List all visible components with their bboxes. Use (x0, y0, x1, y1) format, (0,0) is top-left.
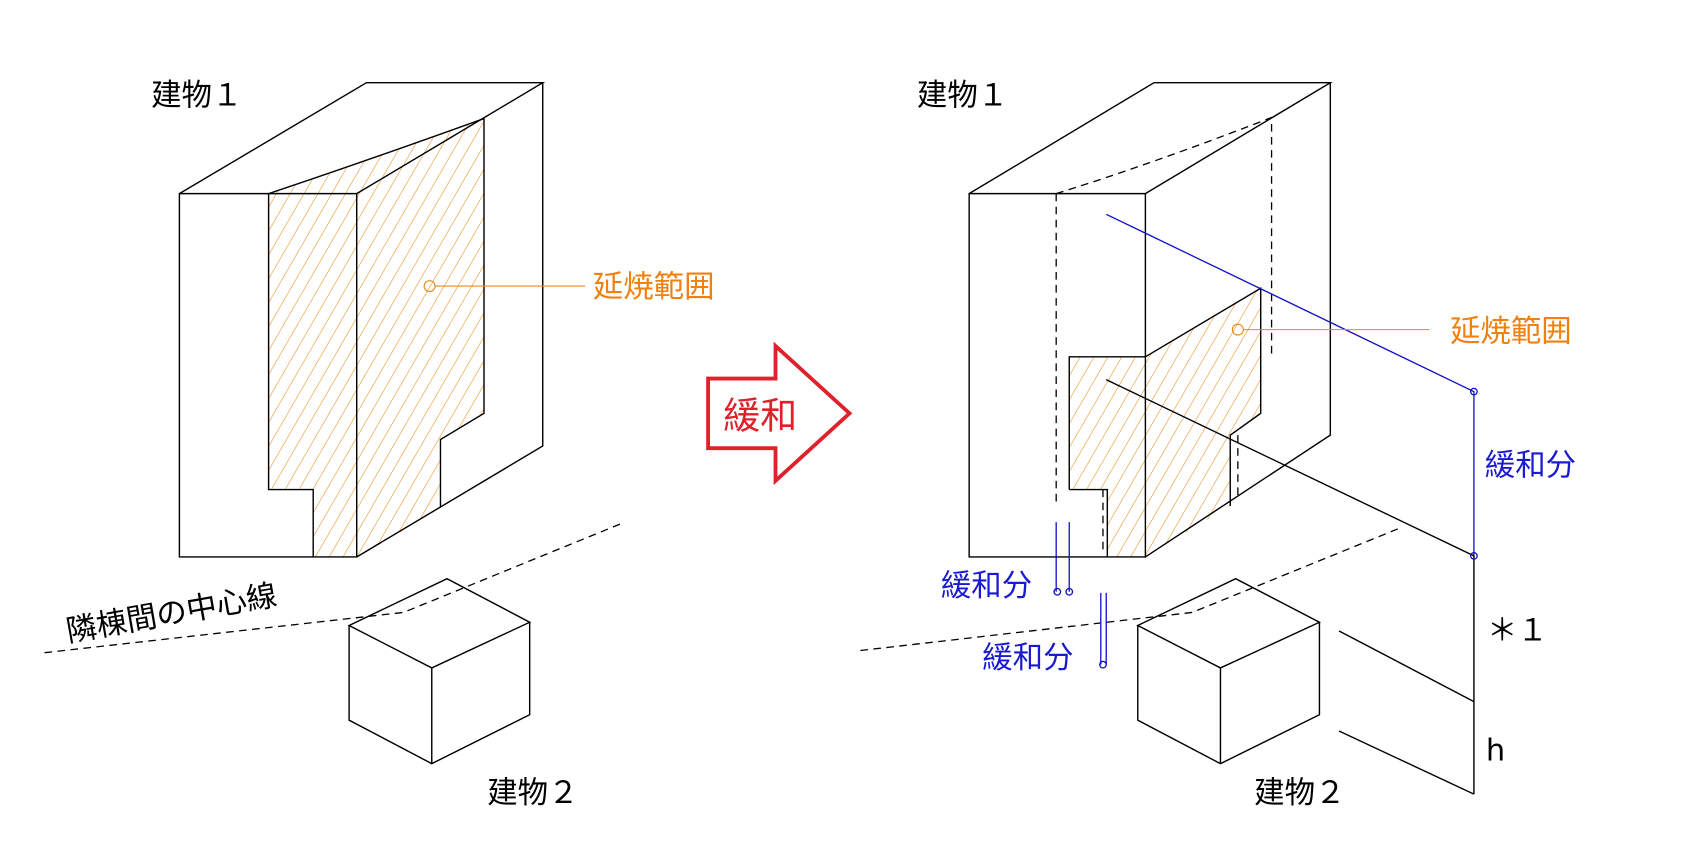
relief-label-1: 緩和分 (1485, 448, 1576, 483)
height-lines (1105, 379, 1475, 795)
right-spread-hatch (1069, 288, 1261, 557)
centerline-label: 隣棟間の中心線 (64, 578, 280, 649)
relief-dims (1055, 522, 1107, 665)
relief-blue-line (1105, 213, 1475, 556)
blue-node (1469, 387, 1478, 396)
right-building-2 (1136, 577, 1322, 765)
left-building2-label: 建物２ (487, 776, 578, 811)
left-spread-label: 延焼範囲 (593, 270, 715, 305)
height-label: h (1486, 733, 1505, 768)
left-spread-hatch (268, 118, 484, 557)
left-centerline (44, 522, 623, 654)
left-building-2 (347, 577, 532, 765)
blue-node (1469, 551, 1478, 560)
relief-label-2: 緩和分 (941, 569, 1032, 604)
note-label: ＊１ (1487, 614, 1548, 649)
relief-label-3: 緩和分 (982, 641, 1073, 676)
right-spread-label: 延焼範囲 (1450, 315, 1572, 350)
relief-arrow-label: 緩和 (723, 395, 797, 438)
right-building-1 (968, 81, 1333, 558)
blue-node (1065, 587, 1074, 596)
right-building1-label: 建物１ (917, 79, 1008, 114)
right-building2-label: 建物２ (1254, 776, 1345, 811)
blue-node (1053, 587, 1062, 596)
left-building1-label: 建物１ (151, 79, 242, 114)
left-building-1 (178, 81, 546, 558)
relief-arrow: 緩和 (706, 341, 853, 486)
right-centerline (860, 526, 1402, 652)
blue-node (1099, 660, 1107, 669)
